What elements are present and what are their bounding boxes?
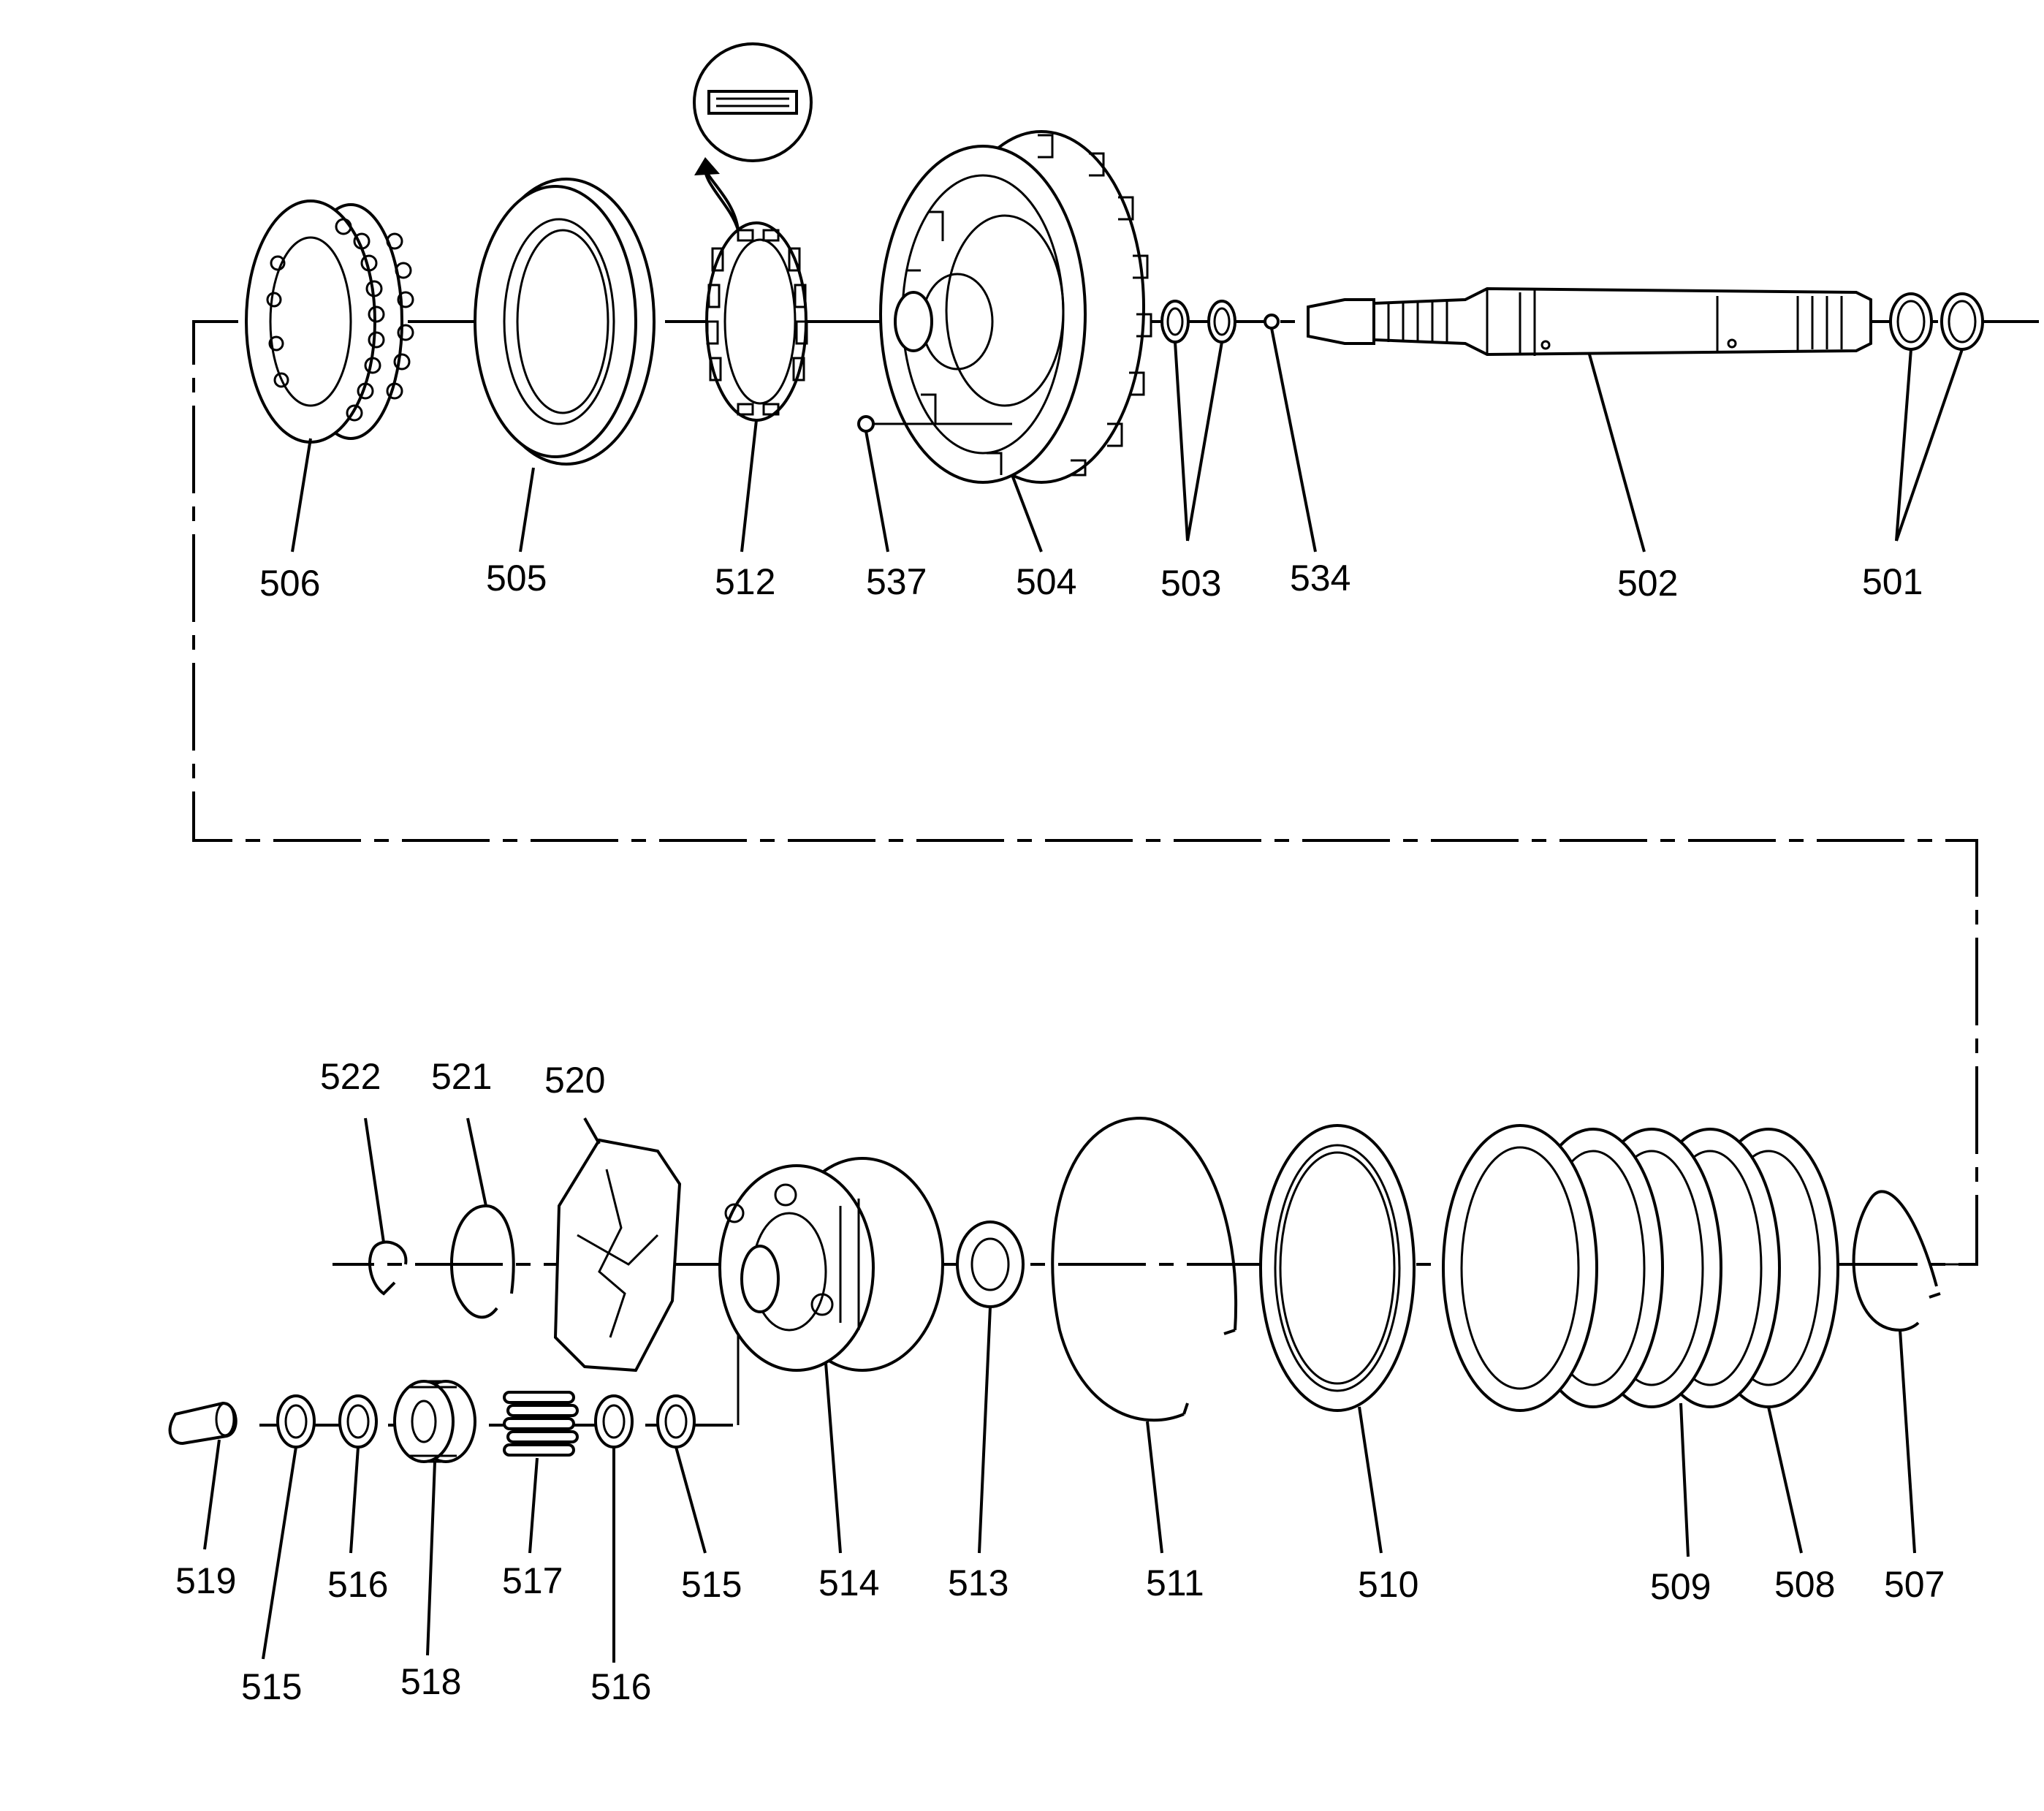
- part-521-snap-ring: [450, 1204, 515, 1319]
- part-506-bearing: [245, 200, 414, 444]
- part-503-seals: [1160, 300, 1236, 343]
- callout-515-lower: 515: [241, 1666, 302, 1707]
- callout-510: 510: [1358, 1564, 1418, 1605]
- callout-508: 508: [1774, 1564, 1835, 1605]
- part-534-ball: [1264, 314, 1280, 330]
- part-518-pinion-gear: [393, 1380, 476, 1463]
- part-514-carrier: [718, 1157, 944, 1372]
- callout-537: 537: [866, 561, 927, 602]
- callout-520: 520: [544, 1060, 605, 1101]
- part-515-washer-left: [276, 1394, 316, 1449]
- part-505-ring: [474, 178, 656, 466]
- part-515-washer-right: [656, 1394, 696, 1449]
- callout-507: 507: [1884, 1564, 1945, 1605]
- callout-519: 519: [175, 1560, 236, 1601]
- part-513-washer: [956, 1220, 1025, 1308]
- part-519-pin: [168, 1401, 238, 1446]
- part-510-backing-plate: [1259, 1124, 1416, 1412]
- callout-502: 502: [1617, 563, 1678, 604]
- callout-518: 518: [400, 1661, 461, 1702]
- callout-534: 534: [1290, 558, 1350, 599]
- callout-504: 504: [1016, 561, 1076, 602]
- callout-522: 522: [320, 1056, 381, 1097]
- callout-509: 509: [1650, 1566, 1711, 1607]
- part-509-plates: [1442, 1124, 1722, 1412]
- part-516-washer-right: [594, 1394, 634, 1449]
- callout-503: 503: [1160, 563, 1221, 604]
- part-520-plate: [553, 1138, 682, 1373]
- callout-501: 501: [1862, 561, 1923, 602]
- callout-505: 505: [486, 558, 547, 599]
- part-502-shaft: [1307, 286, 1872, 357]
- part-522-retainer: [368, 1240, 408, 1296]
- callout-514: 514: [818, 1563, 879, 1603]
- callout-521: 521: [431, 1056, 492, 1097]
- callout-516-upper: 516: [327, 1564, 388, 1605]
- callout-511: 511: [1146, 1563, 1204, 1603]
- part-517-needles: [503, 1391, 579, 1457]
- callout-516-lower: 516: [590, 1666, 651, 1707]
- part-507-snap-ring: [1852, 1190, 1941, 1332]
- leader-lines: [203, 327, 1964, 1663]
- part-516-washer-left: [338, 1394, 378, 1449]
- callout-512: 512: [715, 561, 775, 602]
- callout-515-upper: 515: [681, 1564, 742, 1605]
- detail-inset-circle: [693, 42, 813, 231]
- callout-506: 506: [259, 563, 320, 604]
- part-512-sprag: [705, 221, 808, 422]
- callout-513: 513: [948, 1563, 1008, 1603]
- part-511-snap-ring: [1051, 1116, 1237, 1422]
- callout-labels: 506 505 512 537 504 503 534 502 501 522 …: [175, 558, 1945, 1707]
- callout-517: 517: [502, 1560, 563, 1601]
- part-504-housing: [879, 130, 1152, 484]
